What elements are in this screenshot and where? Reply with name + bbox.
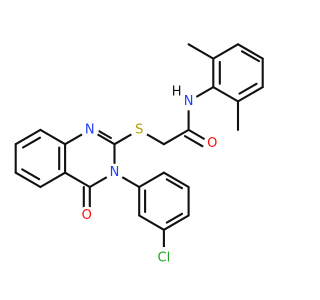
bond xyxy=(21,136,42,149)
chlorine-atom: Cl xyxy=(152,247,175,269)
molecule-diagram: N H O S N N xyxy=(14,43,264,269)
ring-carbonyl-o-label: O xyxy=(82,208,92,223)
amide-o-atom: O xyxy=(203,134,222,153)
bond xyxy=(183,135,204,148)
chlorine-label: Cl xyxy=(158,251,171,266)
bond xyxy=(14,171,42,189)
bond xyxy=(212,43,240,60)
bond xyxy=(236,43,264,60)
ring-n1-label: N xyxy=(85,122,95,137)
amide-o-label: O xyxy=(207,136,217,151)
bond-layer xyxy=(14,43,264,251)
bond xyxy=(165,178,184,190)
bond xyxy=(240,50,261,63)
bond xyxy=(138,171,165,189)
ring-carbonyl-o-atom: O xyxy=(77,206,96,225)
bond xyxy=(21,168,41,181)
amide-h-label: H xyxy=(172,85,182,100)
amide-nh-atom: N H xyxy=(169,85,198,111)
sulfur-label: S xyxy=(135,122,143,137)
atom-label-layer: N H O S N N xyxy=(77,85,222,269)
amide-n-label: N xyxy=(184,94,194,109)
bond xyxy=(162,171,190,189)
bond xyxy=(236,86,264,103)
sulfur-atom: S xyxy=(130,120,149,139)
bond xyxy=(162,214,190,231)
ring-n3-atom: N xyxy=(105,163,124,182)
structure-svg: N H O S N N xyxy=(14,43,264,269)
bond xyxy=(238,82,258,95)
bond xyxy=(14,128,42,146)
bond xyxy=(212,86,240,103)
ring-n3-label: N xyxy=(110,165,120,180)
bond xyxy=(162,128,190,146)
bond xyxy=(138,214,165,231)
bond xyxy=(39,128,67,146)
bond xyxy=(187,43,215,60)
bond xyxy=(39,171,67,189)
ring-n1-atom: N xyxy=(80,120,99,139)
bond xyxy=(187,128,208,142)
bond xyxy=(165,212,184,224)
bond xyxy=(64,171,91,189)
